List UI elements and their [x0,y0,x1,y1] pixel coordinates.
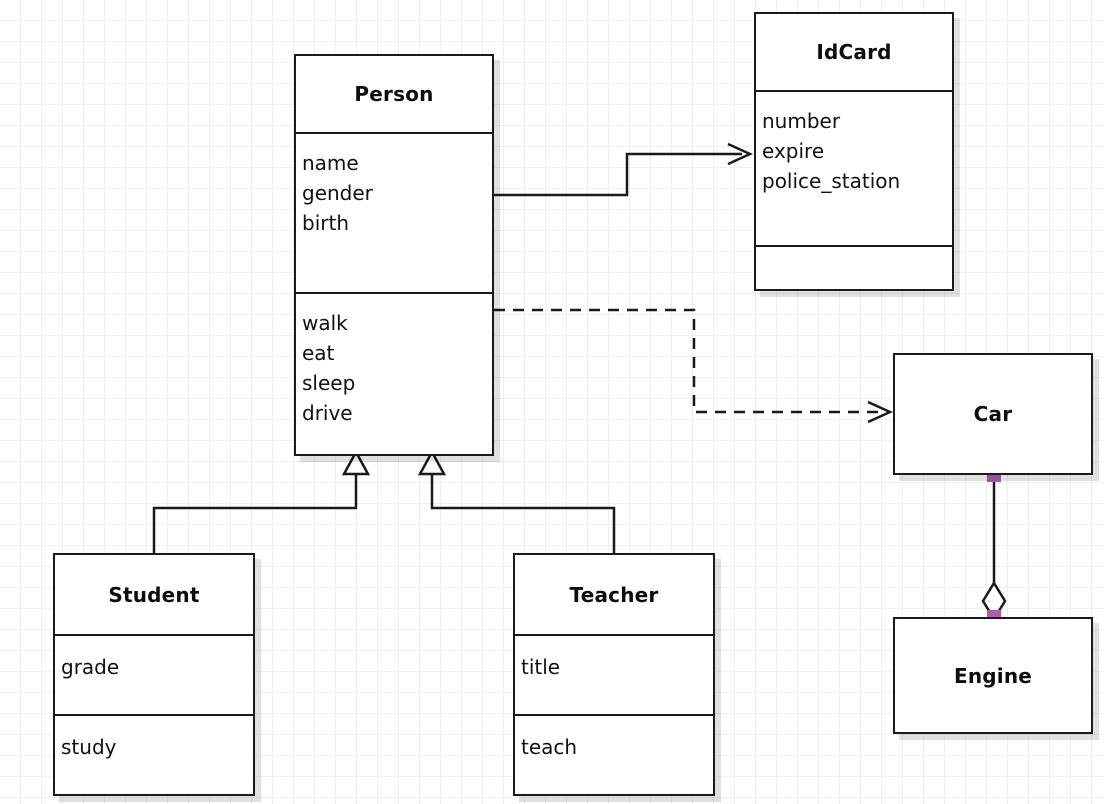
edge-car-engine[interactable] [981,468,1007,624]
open-arrowhead-icon [727,142,754,166]
class-attributes-teacher: title [515,634,713,714]
attribute-item: gender [302,181,373,205]
class-name-label: Car [973,402,1013,426]
method-item: study [61,735,117,759]
method-item: drive [302,401,353,425]
class-title-idcard: IdCard [756,14,952,90]
edge-teacher-person[interactable] [417,449,616,553]
class-name-label: Person [354,82,434,106]
class-attributes-student: grade [55,634,253,714]
attribute-item: title [521,655,561,679]
class-methods-student: study [55,714,253,794]
attribute-item: number [762,109,841,133]
class-methods-teacher: teach [515,714,713,794]
class-name-label: IdCard [816,40,892,64]
class-box-idcard[interactable]: IdCard number expire police_station [754,12,954,291]
class-methods-idcard [756,245,952,289]
attribute-item: grade [61,655,120,679]
class-name-label: Teacher [569,582,659,607]
class-name-label: Engine [953,663,1033,688]
attribute-item: expire [762,139,825,163]
edge-student-person[interactable] [152,449,371,553]
class-methods-person: walk eat sleep drive [296,292,492,454]
class-title-engine: Engine [895,619,1091,732]
method-item: sleep [302,371,356,395]
class-title-student: Student [55,555,253,634]
attribute-item: birth [302,211,349,235]
class-attributes-idcard: number expire police_station [756,90,952,245]
class-box-teacher[interactable]: Teacher title teach [513,553,715,796]
method-item: eat [302,341,335,365]
edge-person-idcard[interactable] [494,142,754,197]
method-item: teach [521,735,578,759]
class-title-car: Car [895,355,1091,473]
attribute-item: police_station [762,169,901,193]
class-title-teacher: Teacher [515,555,713,634]
class-box-car[interactable]: Car [893,353,1093,475]
method-item: walk [302,311,348,335]
attribute-item: name [302,151,359,175]
edge-person-car[interactable] [494,308,894,424]
class-name-label: Student [108,582,200,607]
open-arrowhead-icon [867,400,894,424]
class-box-student[interactable]: Student grade study [53,553,255,796]
class-title-person: Person [296,56,492,132]
class-attributes-person: name gender birth [296,132,492,292]
hollow-diamond-icon [981,580,1007,622]
class-box-person[interactable]: Person name gender birth walk eat sleep … [294,54,494,456]
class-box-engine[interactable]: Engine [893,617,1093,734]
